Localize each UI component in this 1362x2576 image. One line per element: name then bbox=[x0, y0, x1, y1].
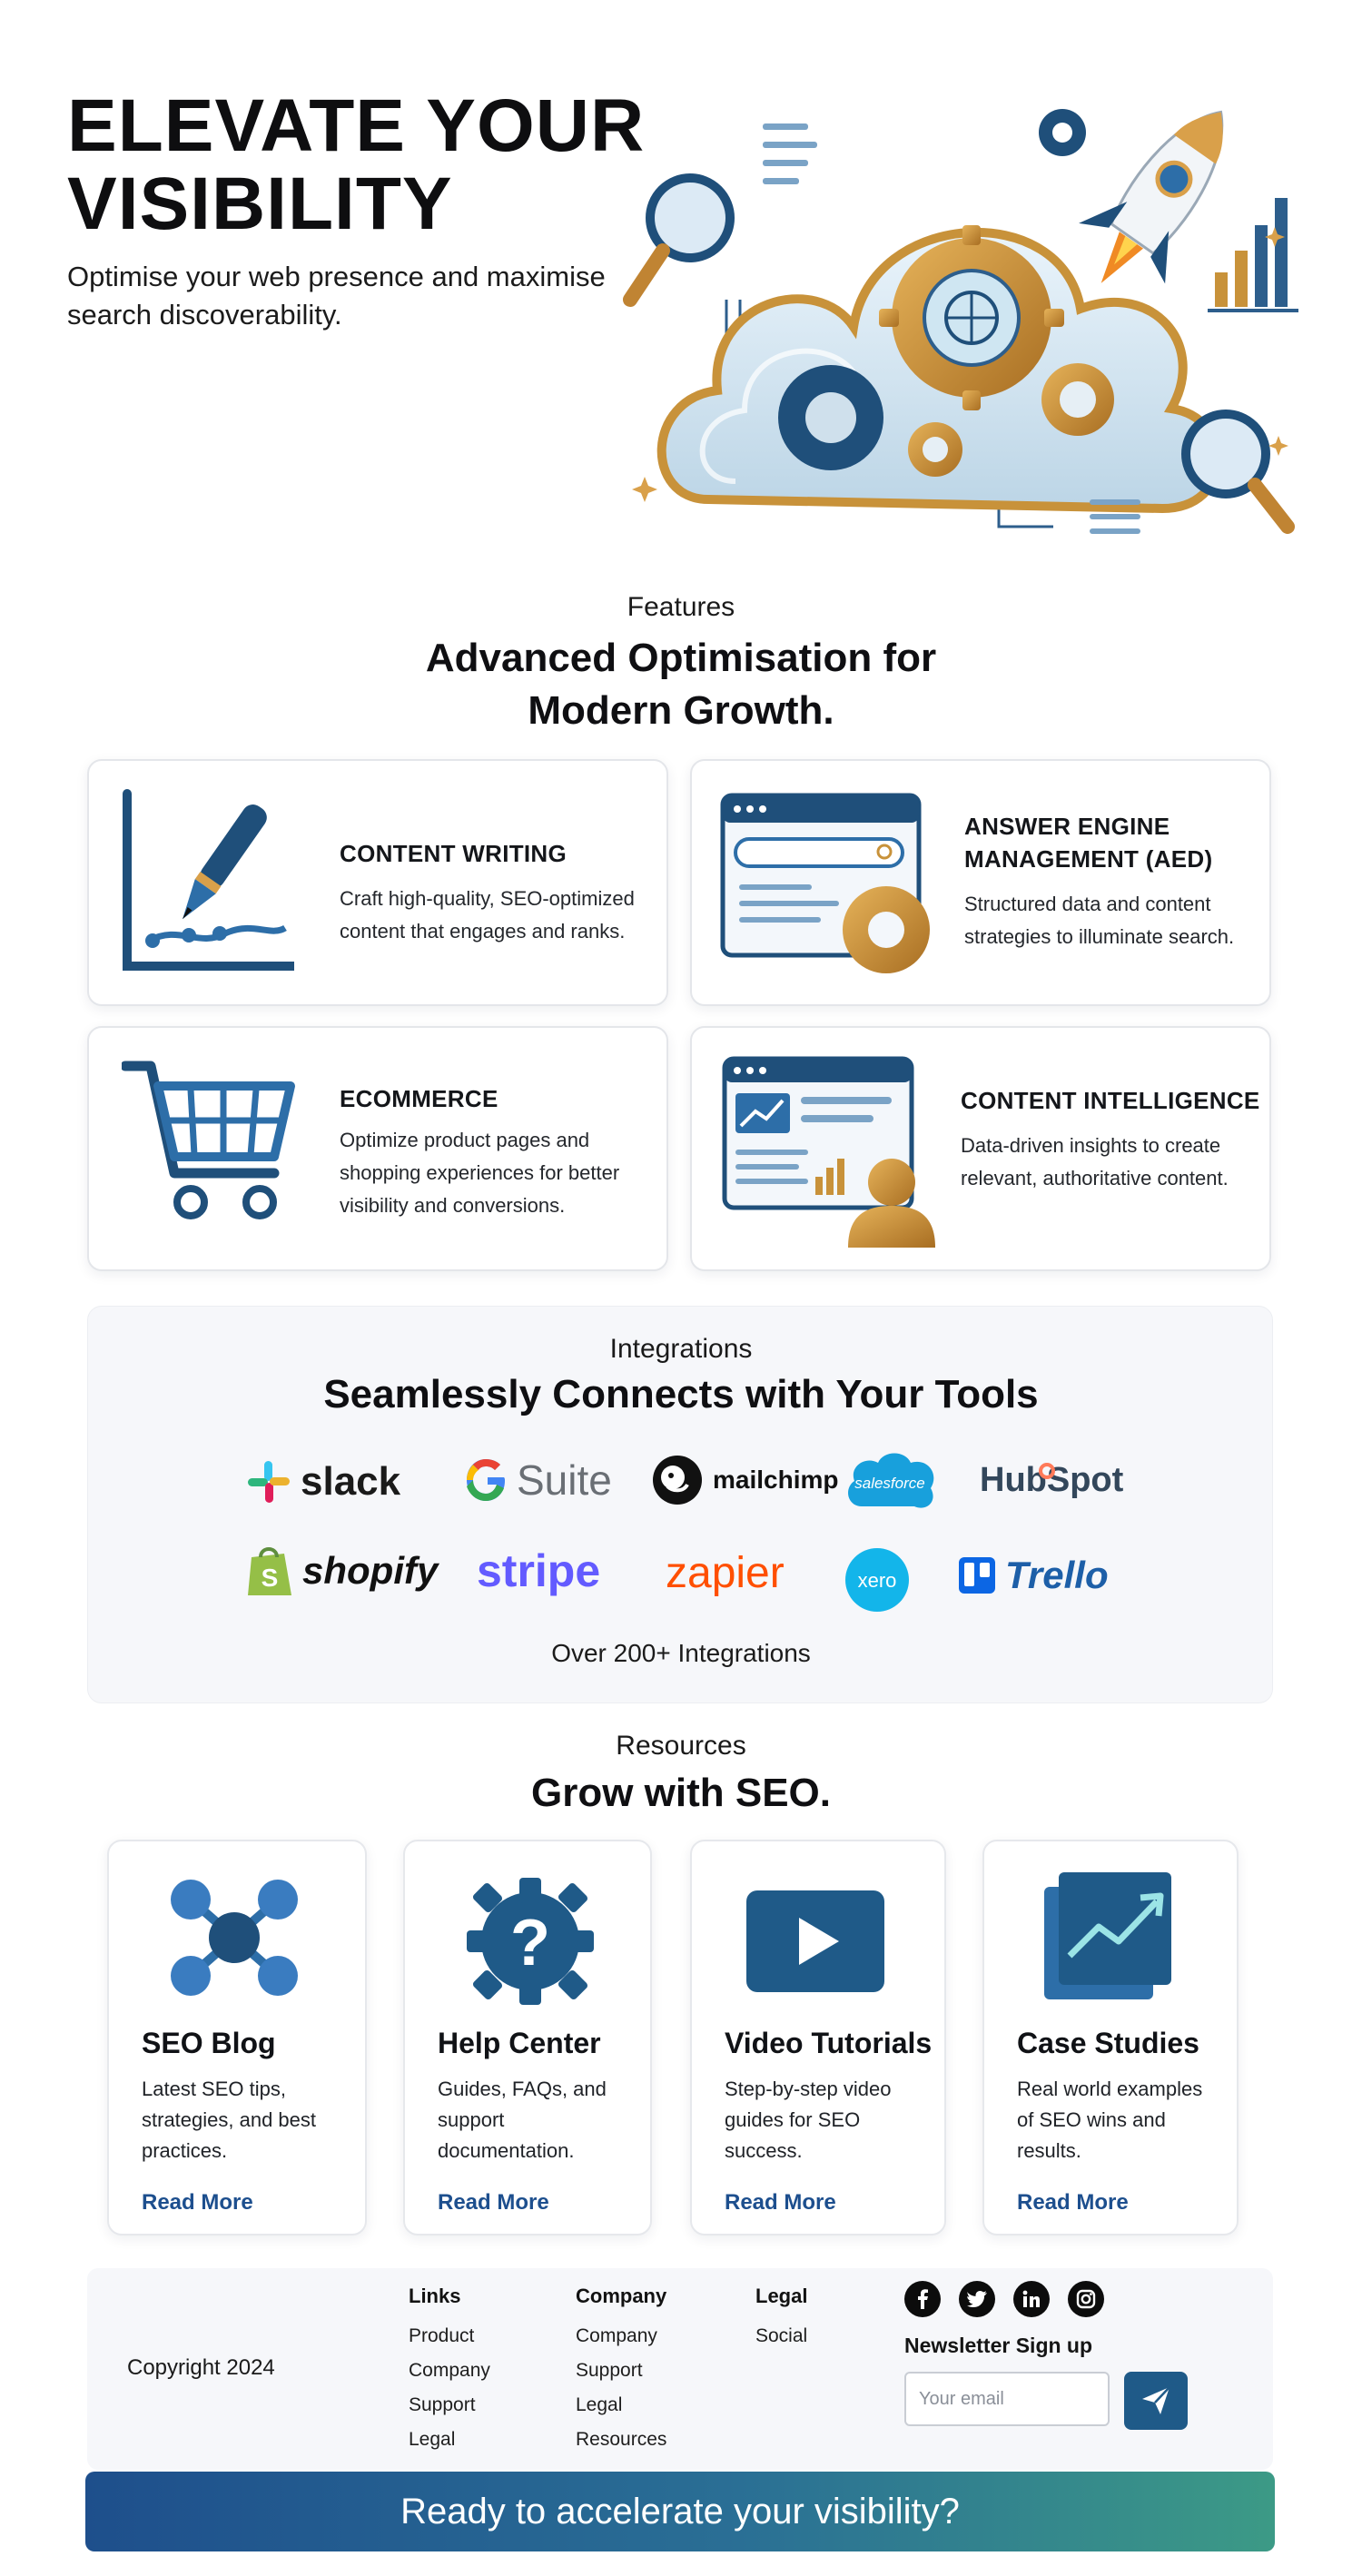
copyright-text: Copyright 2024 bbox=[127, 2355, 275, 2380]
xero-logo[interactable]: xero bbox=[844, 1546, 911, 1614]
integrations-count: Over 200+ Integrations bbox=[551, 1639, 811, 1667]
browser-gear-icon bbox=[720, 793, 930, 973]
footer: Copyright 2024 Links Product Company Sup… bbox=[87, 2268, 1273, 2470]
integrations-eyebrow: Integrations bbox=[609, 1334, 753, 1364]
svg-text:S: S bbox=[262, 1564, 279, 1592]
feature-card-content-intelligence[interactable]: CONTENT INTELLIGENCE Data-driven insight… bbox=[690, 1026, 1271, 1271]
feature-card-ecommerce[interactable]: ECOMMERCE Optimize product pages and sho… bbox=[87, 1026, 668, 1271]
footer-link-company[interactable]: Company bbox=[409, 2360, 490, 2381]
play-video-icon bbox=[746, 1890, 884, 1992]
resource-card-seo-blog[interactable]: SEO Blog Latest SEO tips, strategies, an… bbox=[107, 1840, 367, 2235]
hero-subtitle: Optimise your web presence and maximise … bbox=[67, 261, 606, 331]
network-nodes-icon bbox=[171, 1880, 298, 1996]
footer-column-legal: Legal Social bbox=[755, 2285, 807, 2354]
footer-link-support[interactable]: Support bbox=[576, 2360, 643, 2381]
cta-banner[interactable]: Ready to accelerate your visibility? bbox=[85, 2472, 1275, 2551]
shopify-logo[interactable]: S shopify bbox=[246, 1545, 438, 1597]
feature-title: ECOMMERCE bbox=[340, 1085, 498, 1112]
salesforce-logo[interactable]: salesforce bbox=[842, 1446, 938, 1515]
features-eyebrow: Features bbox=[627, 592, 735, 622]
hero-title: ELEVATE YOUR VISIBILITY bbox=[67, 84, 646, 245]
feature-desc: Craft high-quality, SEO-optimized conten… bbox=[340, 887, 635, 943]
resource-title: Case Studies bbox=[1017, 2027, 1199, 2059]
facebook-icon[interactable] bbox=[904, 2281, 941, 2317]
resource-desc: Step-by-step video guides for SEO succes… bbox=[725, 2078, 892, 2162]
dashboard-user-icon bbox=[722, 1056, 935, 1248]
mailchimp-logo[interactable]: mailchimp bbox=[651, 1454, 838, 1506]
footer-column-company: Company Company Support Legal Resources bbox=[576, 2285, 666, 2457]
hubspot-sprocket-icon bbox=[1039, 1462, 1056, 1479]
salesforce-text: salesforce bbox=[854, 1475, 924, 1492]
footer-link-legal[interactable]: Legal bbox=[409, 2429, 456, 2450]
zapier-logo[interactable]: zapier bbox=[666, 1549, 785, 1597]
social-links bbox=[904, 2281, 1104, 2317]
gsuite-logo[interactable]: Suite bbox=[466, 1456, 612, 1505]
footer-column-heading: Links bbox=[409, 2285, 461, 2307]
footer-link-company[interactable]: Company bbox=[576, 2325, 657, 2346]
stripe-logo[interactable]: stripe bbox=[477, 1545, 601, 1596]
mailchimp-icon bbox=[653, 1456, 702, 1505]
google-g-icon bbox=[467, 1459, 505, 1501]
newsletter-email-input[interactable] bbox=[904, 2372, 1110, 2426]
shopify-bag-icon: S bbox=[248, 1547, 291, 1595]
paper-plane-icon bbox=[1142, 2386, 1170, 2414]
read-more-link[interactable]: Read More bbox=[438, 2190, 549, 2215]
gsuite-text: Suite bbox=[517, 1456, 612, 1504]
feature-desc: Data-driven insights to create relevant,… bbox=[961, 1134, 1229, 1189]
newsletter-submit-button[interactable] bbox=[1124, 2372, 1188, 2430]
footer-column-heading: Legal bbox=[755, 2285, 808, 2307]
resource-title: Video Tutorials bbox=[725, 2027, 933, 2059]
footer-column-heading: Company bbox=[576, 2285, 667, 2307]
resources-eyebrow: Resources bbox=[616, 1731, 746, 1761]
footer-link-legal[interactable]: Legal bbox=[576, 2394, 623, 2415]
resource-card-video-tutorials[interactable]: Video Tutorials Step-by-step video guide… bbox=[690, 1840, 946, 2235]
feature-title: CONTENT INTELLIGENCE bbox=[961, 1087, 1260, 1114]
read-more-link[interactable]: Read More bbox=[142, 2190, 253, 2215]
xero-icon: xero bbox=[845, 1548, 909, 1612]
read-more-link[interactable]: Read More bbox=[725, 2190, 836, 2215]
footer-link-social[interactable]: Social bbox=[755, 2325, 808, 2346]
resource-title: SEO Blog bbox=[142, 2027, 276, 2059]
salesforce-cloud-icon: salesforce bbox=[848, 1453, 934, 1508]
integrations-heading: Seamlessly Connects with Your Tools bbox=[323, 1372, 1039, 1416]
xero-text: xero bbox=[858, 1569, 897, 1592]
linkedin-icon[interactable] bbox=[1013, 2281, 1050, 2317]
svg-text:?: ? bbox=[510, 1907, 550, 1979]
resource-card-case-studies[interactable]: Case Studies Real world examples of SEO … bbox=[982, 1840, 1239, 2235]
resources-heading: Grow with SEO. bbox=[530, 1771, 832, 1815]
resource-title: Help Center bbox=[438, 2027, 601, 2059]
footer-link-resources[interactable]: Resources bbox=[576, 2429, 667, 2450]
feature-desc: Structured data and content strategies t… bbox=[964, 893, 1235, 948]
footer-column-links: Links Product Company Support Legal bbox=[409, 2285, 490, 2457]
feature-desc: Optimize product pages and shopping expe… bbox=[340, 1129, 620, 1217]
pen-chart-icon bbox=[123, 789, 294, 971]
read-more-link[interactable]: Read More bbox=[1017, 2190, 1129, 2215]
feature-title: CONTENT WRITING bbox=[340, 840, 568, 867]
footer-link-support[interactable]: Support bbox=[409, 2394, 476, 2415]
feature-title: ANSWER ENGINE MANAGEMENT (AED) bbox=[964, 813, 1213, 873]
newsletter-label: Newsletter Sign up bbox=[904, 2334, 1093, 2357]
resource-card-help-center[interactable]: ? Help Center Guides, FAQs, and support … bbox=[403, 1840, 652, 2235]
hero-section: ELEVATE YOUR VISIBILITY Optimise your we… bbox=[0, 0, 1362, 572]
cloud-rocket-illustration-icon bbox=[623, 109, 1298, 534]
trello-board-icon bbox=[959, 1557, 995, 1594]
question-gear-icon: ? bbox=[467, 1878, 594, 2005]
resource-desc: Guides, FAQs, and support documentation. bbox=[438, 2078, 607, 2162]
trello-logo[interactable]: Trello bbox=[958, 1554, 1109, 1597]
twitter-icon[interactable] bbox=[959, 2281, 995, 2317]
shopping-cart-icon bbox=[122, 1061, 295, 1219]
slack-icon bbox=[248, 1461, 290, 1503]
features-heading: Advanced Optimisation for Modern Growth. bbox=[425, 636, 937, 733]
growth-chart-icon bbox=[1044, 1872, 1171, 1999]
resource-desc: Real world examples of SEO wins and resu… bbox=[1017, 2078, 1203, 2162]
instagram-icon[interactable] bbox=[1068, 2281, 1104, 2317]
hubspot-logo[interactable]: HubSpot bbox=[980, 1461, 1124, 1499]
resource-desc: Latest SEO tips, strategies, and best pr… bbox=[142, 2078, 317, 2162]
footer-link-product[interactable]: Product bbox=[409, 2325, 475, 2346]
slack-logo[interactable]: slack bbox=[246, 1459, 400, 1505]
feature-card-content-writing[interactable]: CONTENT WRITING Craft high-quality, SEO-… bbox=[87, 759, 668, 1006]
feature-card-aed[interactable]: ANSWER ENGINE MANAGEMENT (AED) Structure… bbox=[690, 759, 1271, 1006]
integrations-section: Integrations Seamlessly Connects with Yo… bbox=[87, 1306, 1273, 1703]
